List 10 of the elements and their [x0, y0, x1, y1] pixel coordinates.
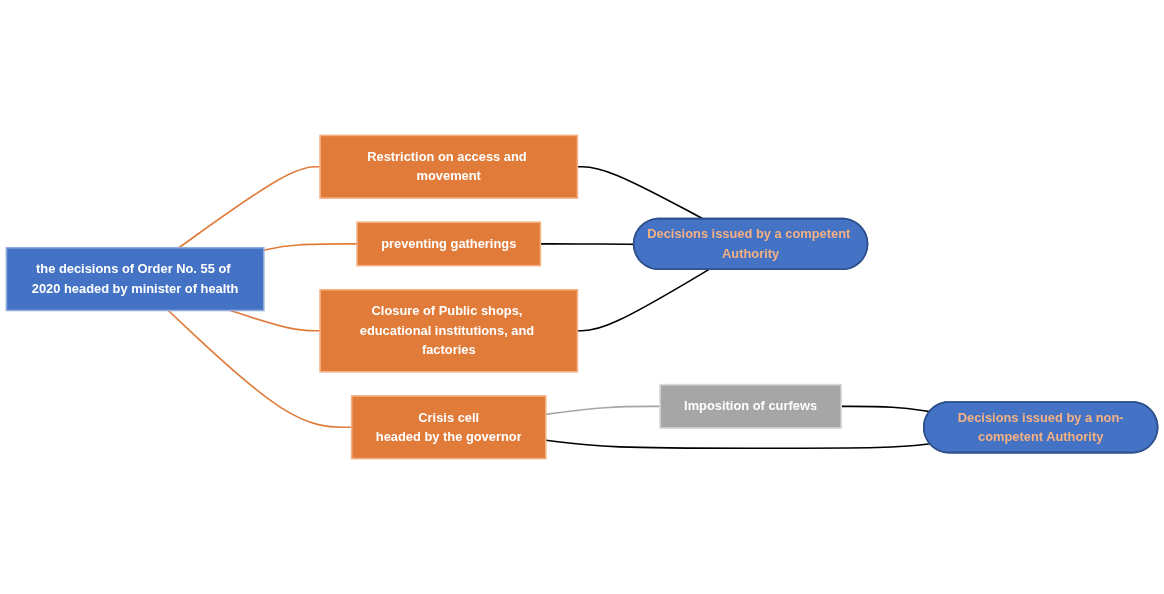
node-box: Imposition of curfews [659, 383, 842, 429]
connector [262, 243, 358, 252]
connector [178, 165, 321, 249]
node-box: Crisis cell headed by the governor [350, 395, 547, 460]
connector [229, 309, 321, 332]
node-box: preventing gatherings [356, 221, 542, 267]
connector [545, 439, 931, 449]
node-box: the decisions of Order No. 55 of 2020 headed by minister of health [5, 246, 265, 312]
node-box: Restriction on access and movement [319, 134, 579, 199]
node-box: Closure of Public shops, educational institutions, and factories [319, 288, 579, 373]
